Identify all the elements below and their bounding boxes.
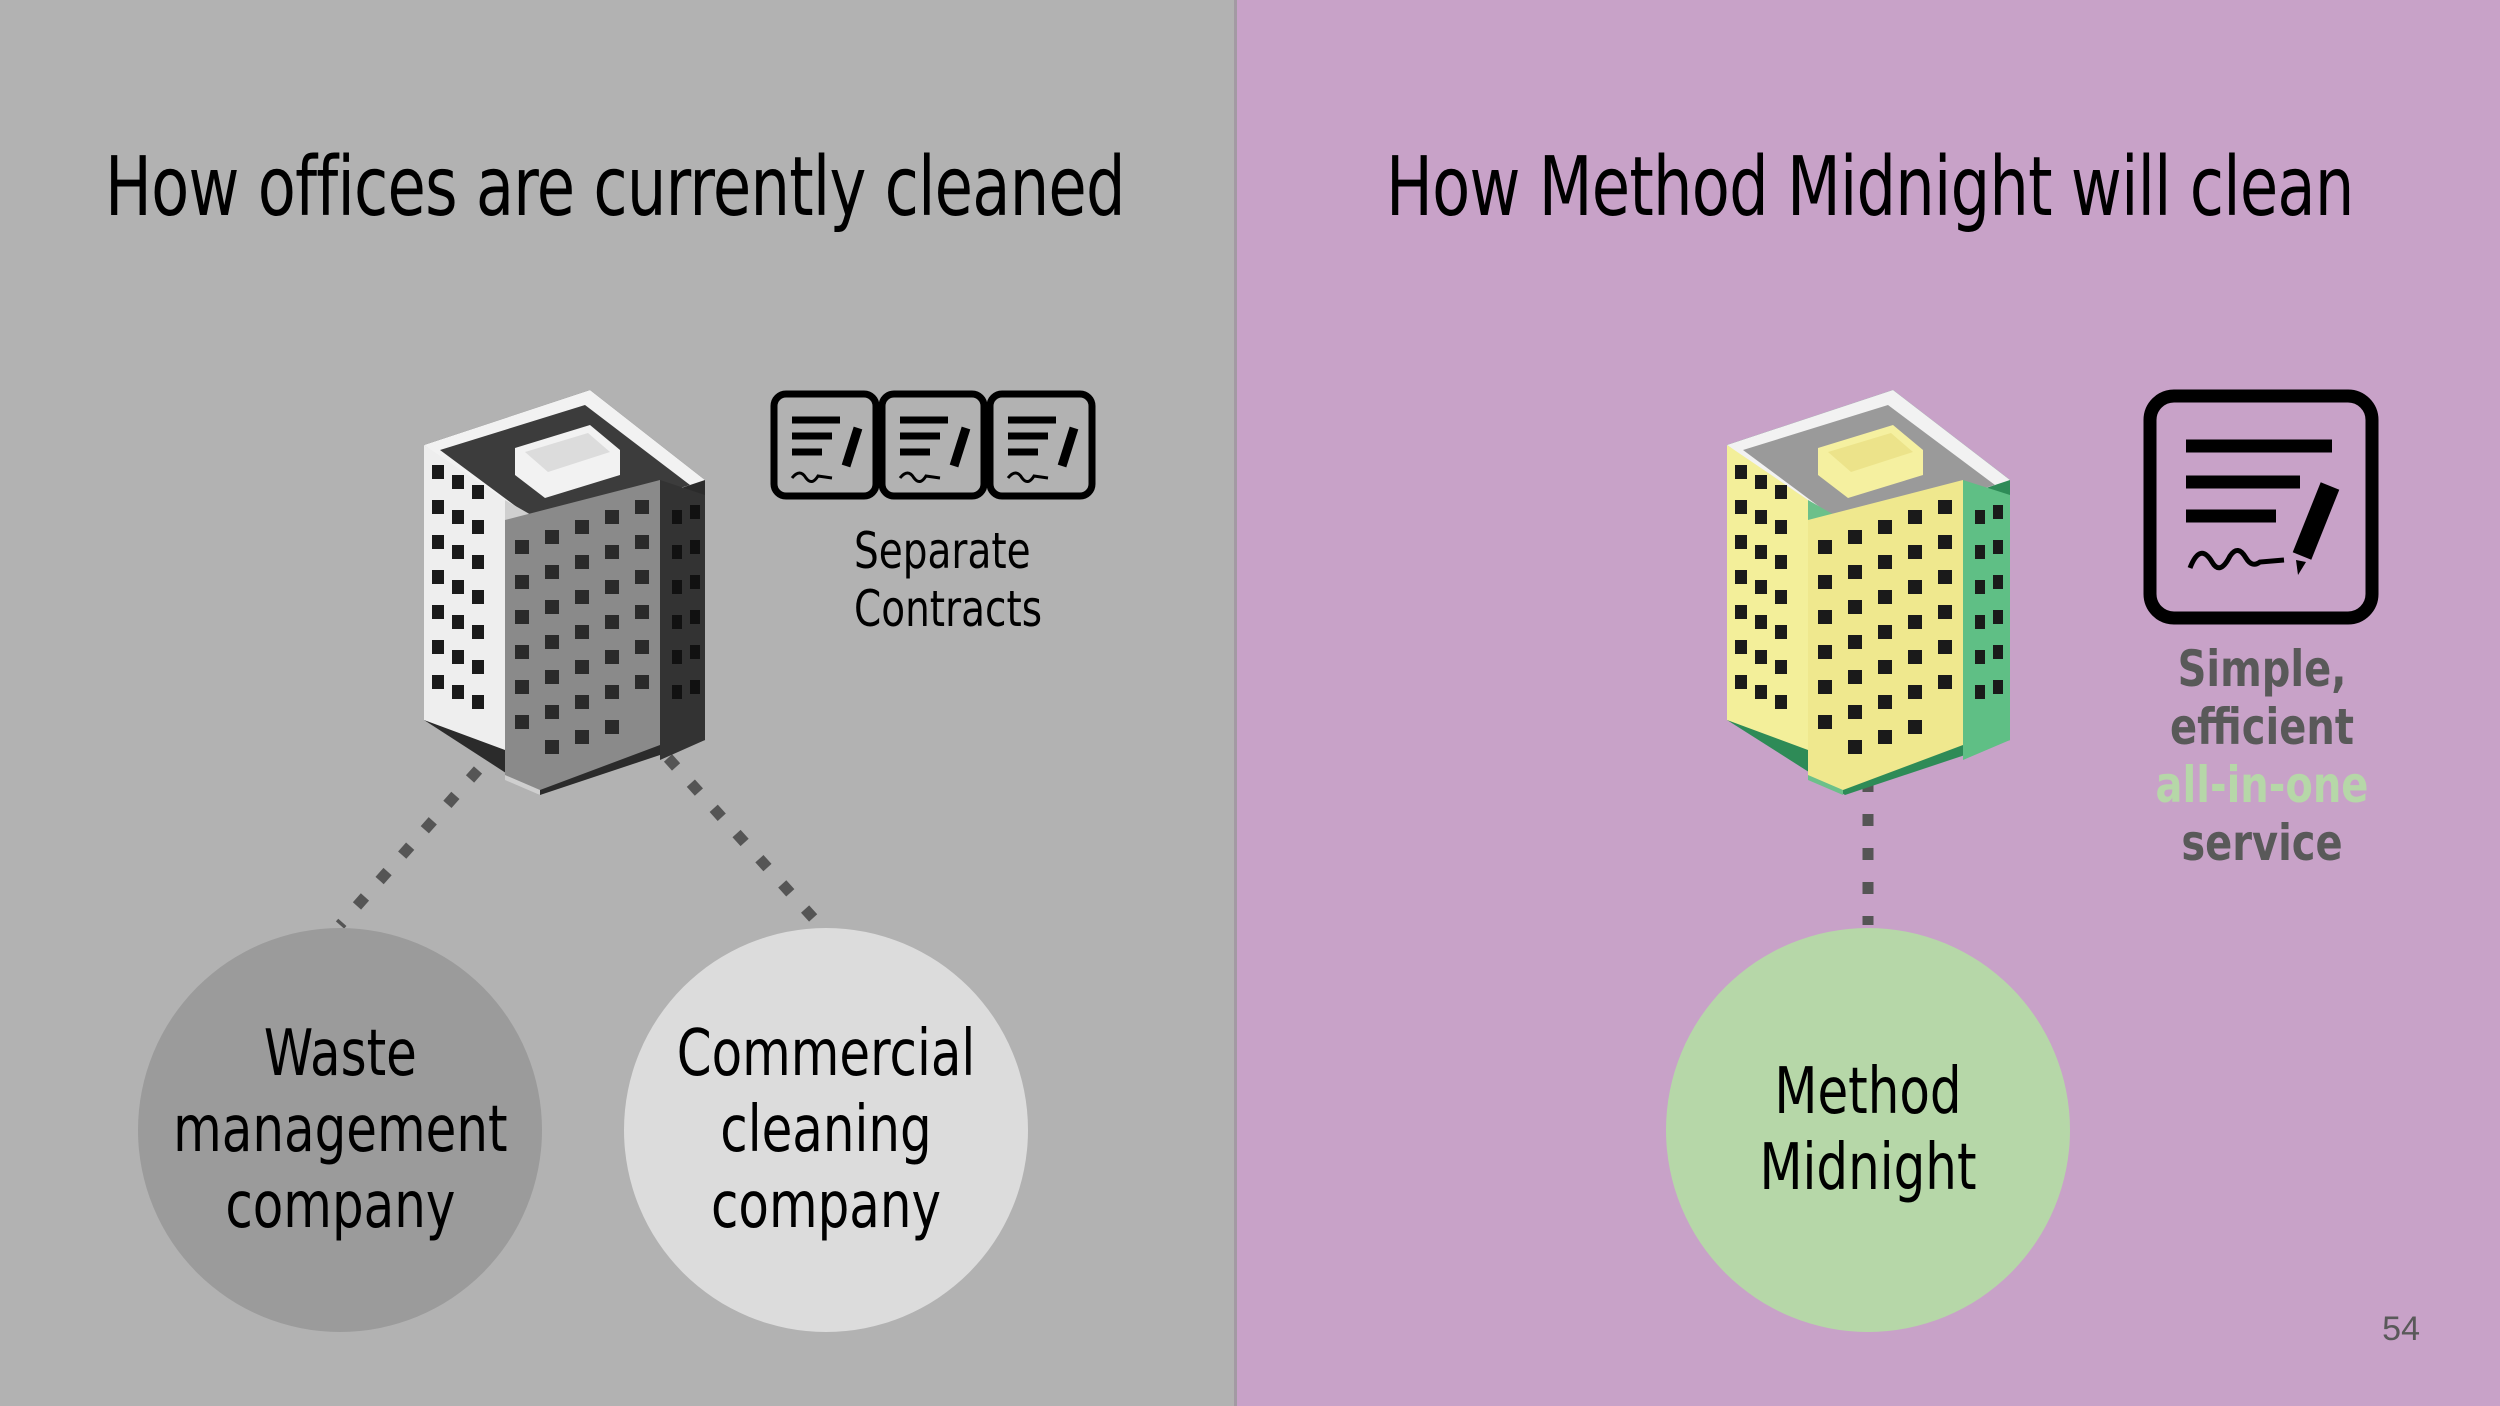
circle-label-line: Waste bbox=[263, 1017, 417, 1091]
page-number: 54 bbox=[2382, 1310, 2420, 1348]
circle-label-line: company bbox=[710, 1169, 942, 1243]
circle-label-line: company bbox=[224, 1169, 456, 1243]
contracts-label-line2: Contracts bbox=[854, 580, 1043, 638]
contract-icon bbox=[878, 390, 988, 500]
contract-icon bbox=[770, 390, 880, 500]
connector-lines bbox=[335, 754, 1874, 929]
contracts-label-line1: Separate bbox=[854, 522, 1031, 580]
contract-icon bbox=[986, 390, 1096, 500]
panel-divider bbox=[1234, 0, 1237, 1406]
method-midnight-label: Method Midnight bbox=[1710, 1054, 2025, 1206]
building-icon bbox=[424, 390, 705, 795]
circle-label-line: cleaning bbox=[720, 1093, 932, 1167]
waste-management-circle: Waste management company bbox=[138, 928, 542, 1332]
service-line2: all-in-one service bbox=[2102, 756, 2422, 872]
waste-management-label: Waste management company bbox=[173, 1016, 507, 1244]
building-color-icon bbox=[1727, 390, 2010, 795]
method-midnight-circle: Method Midnight bbox=[1666, 928, 2070, 1332]
left-title: How offices are currently cleaned bbox=[105, 140, 1126, 235]
commercial-cleaning-circle: Commercial cleaning company bbox=[624, 928, 1028, 1332]
circle-label-line: Method bbox=[1774, 1055, 1962, 1129]
commercial-cleaning-label: Commercial cleaning company bbox=[668, 1016, 983, 1244]
circle-label-line: management bbox=[172, 1093, 508, 1167]
right-title: How Method Midnight will clean bbox=[1386, 140, 2354, 235]
contract-icon-group bbox=[770, 390, 1096, 500]
service-line1: Simple, efficient bbox=[2170, 640, 2354, 756]
contract-large-icon bbox=[2143, 389, 2379, 625]
service-label: Simple, efficient all-in-one service bbox=[2102, 640, 2422, 872]
circle-label-line: Commercial bbox=[676, 1017, 976, 1091]
circle-label-line: Midnight bbox=[1759, 1131, 1977, 1205]
separate-contracts-label: Separate Contracts bbox=[854, 522, 1043, 638]
service-highlight: all-in-one bbox=[2155, 756, 2369, 814]
service-rest: service bbox=[2181, 814, 2343, 872]
